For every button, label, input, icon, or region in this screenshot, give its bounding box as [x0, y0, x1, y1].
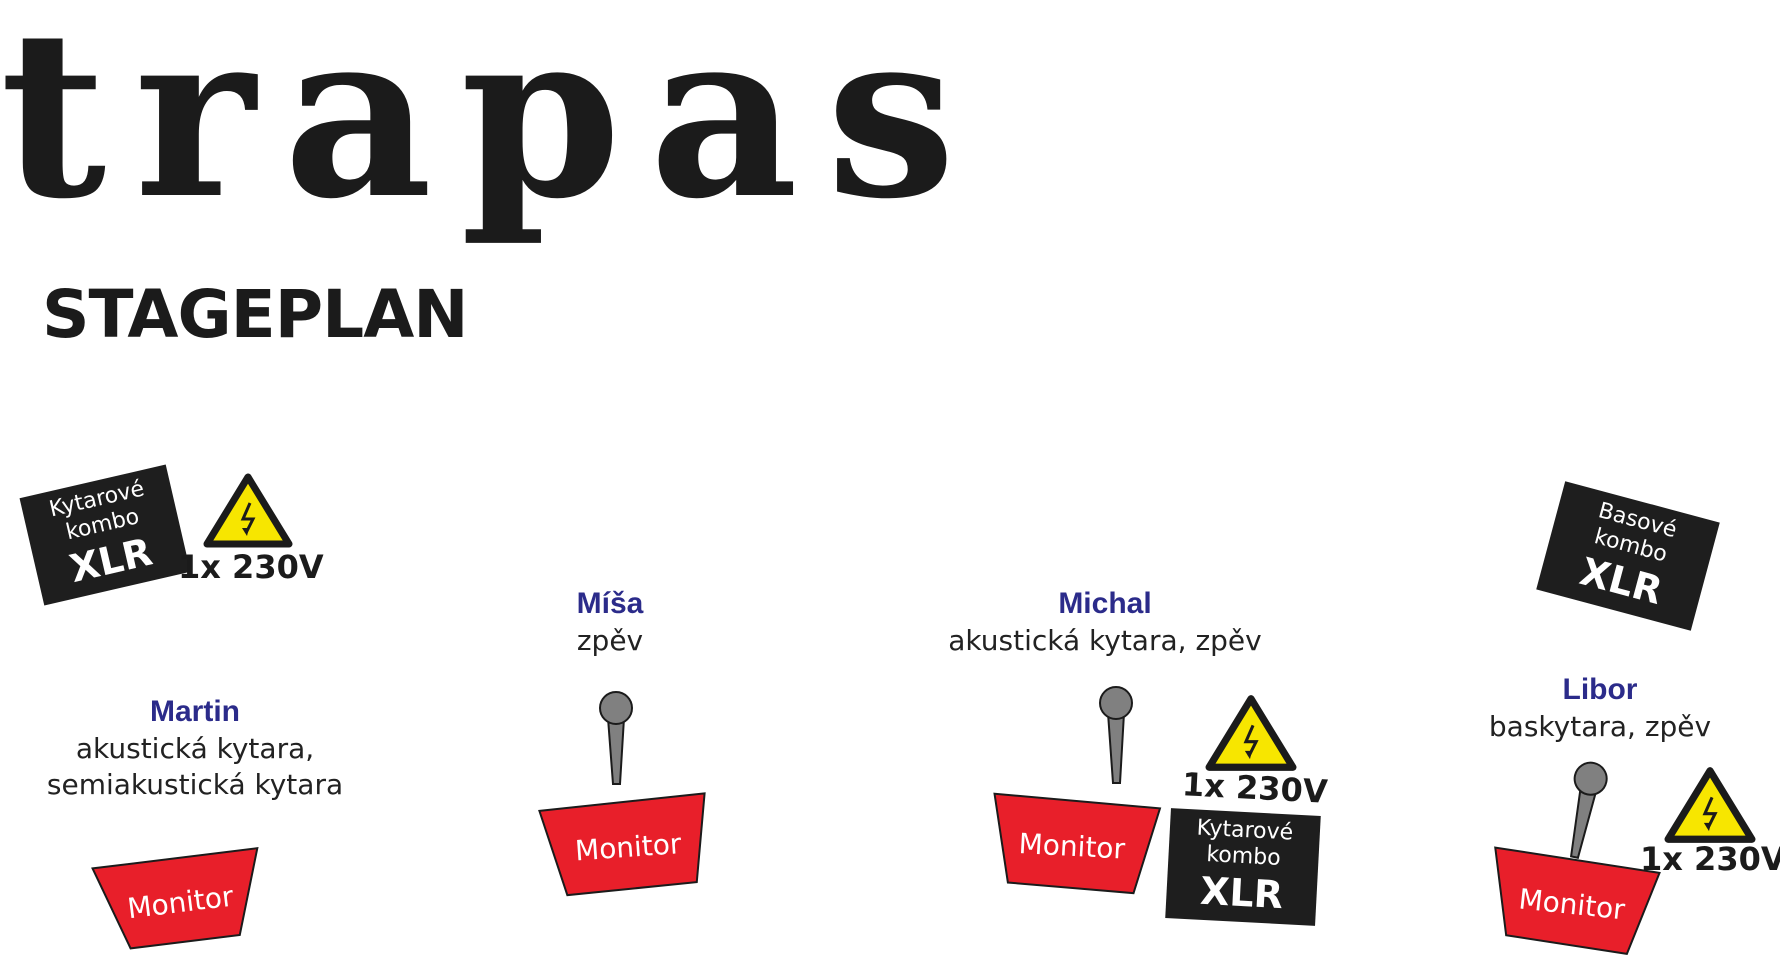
performer-role-line2: semiakustická kytara	[46, 768, 344, 802]
performer-name: Libor	[1562, 673, 1638, 706]
stage-monitor-libor: Monitor	[1494, 846, 1661, 956]
performer-misa: Míša zpěv	[500, 584, 720, 659]
microphone-icon	[1569, 761, 1608, 859]
performer-michal: Michal akustická kytara, zpěv	[940, 584, 1270, 659]
microphone-icon	[599, 691, 633, 785]
guitar-amp-martin: Kytarové kombo XLR	[19, 464, 191, 606]
performer-role-line1: akustická kytara, zpěv	[948, 624, 1262, 657]
power-label-libor: 1x 230V	[1640, 840, 1780, 878]
monitor-label: Monitor	[1018, 827, 1127, 866]
performer-libor: Libor baskytara, zpěv	[1480, 670, 1720, 745]
performer-martin: Martin akustická kytara, semiakustická k…	[0, 692, 390, 804]
power-label-michal: 1x 230V	[1181, 765, 1329, 811]
monitor-label: Monitor	[574, 827, 683, 867]
stage-monitor-michal: Monitor	[993, 792, 1162, 895]
microphone-icon	[1099, 686, 1133, 784]
amp-xlr-label: XLR	[1199, 868, 1285, 917]
stage-monitor-martin: Monitor	[91, 847, 259, 950]
performer-name: Míša	[576, 587, 644, 620]
stage-monitor-misa: Monitor	[538, 792, 706, 897]
performer-role-line1: zpěv	[576, 624, 644, 657]
performer-role-line1: akustická kytara,	[75, 732, 315, 765]
amp-label-line2: kombo	[1205, 842, 1282, 872]
high-voltage-warning-icon	[203, 473, 293, 548]
page-title: STAGEPLAN	[42, 276, 469, 353]
guitar-amp-michal: Kytarové kombo XLR	[1165, 808, 1321, 926]
performer-role-line1: baskytara, zpěv	[1488, 710, 1712, 743]
high-voltage-warning-icon	[1205, 695, 1297, 771]
performer-name: Martin	[150, 695, 240, 728]
high-voltage-warning-icon	[1664, 767, 1756, 843]
power-label-martin: 1x 230V	[178, 548, 324, 586]
performer-name: Michal	[1058, 587, 1152, 620]
band-logo: trapas	[0, 0, 984, 250]
bass-amp-libor: Basové kombo XLR	[1536, 481, 1720, 631]
